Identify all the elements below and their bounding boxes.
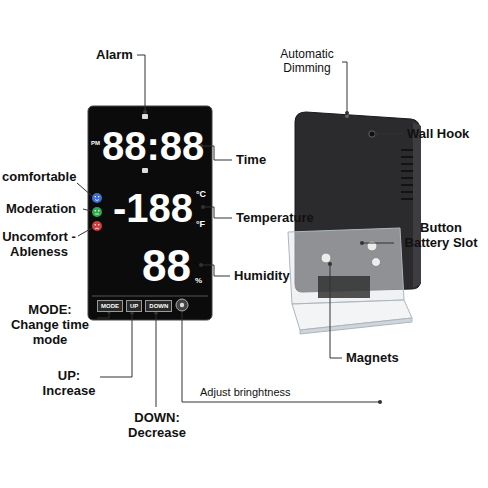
display-digits: 88:88 [102,126,204,166]
callout-label: Automatic Dimming [268,48,346,76]
front-display [88,106,212,320]
display-unit: °F [196,219,205,229]
leader-lines [77,55,403,407]
acrylic-stand [288,228,412,334]
callout-label: Wall Hook [407,127,469,142]
display-text: PM [91,140,100,147]
callout-label: comfortable [2,170,76,185]
callout-label: MODE: Change time mode [6,303,94,348]
callout-label: Button Battery Slot [398,221,484,251]
display-unit: °C [196,189,206,199]
callout-label: Alarm [96,48,133,63]
button-text: MODE [101,303,119,309]
callout-label: Magnets [346,351,399,366]
button-key: UP [126,300,142,312]
button-text: UP [130,303,138,309]
button-key: DOWN [145,300,172,312]
display-unit: % [195,276,202,285]
callout-label: Humidity [234,269,290,284]
callout-label: Time [236,153,266,168]
callout-label: Uncomfort -Ableness [2,230,76,260]
button-key: MODE [97,300,123,312]
display-digits: 88 [142,244,191,288]
callout-label: UP: Increase [38,369,100,399]
callout-label: Temperature [236,211,314,226]
callout-label: Adjust bringhtness [200,386,291,399]
callout-label: DOWN: Decrease [122,411,192,441]
callout-label: Moderation [6,202,76,217]
button-text: DOWN [149,303,168,309]
display-digits: -188 [113,188,193,228]
